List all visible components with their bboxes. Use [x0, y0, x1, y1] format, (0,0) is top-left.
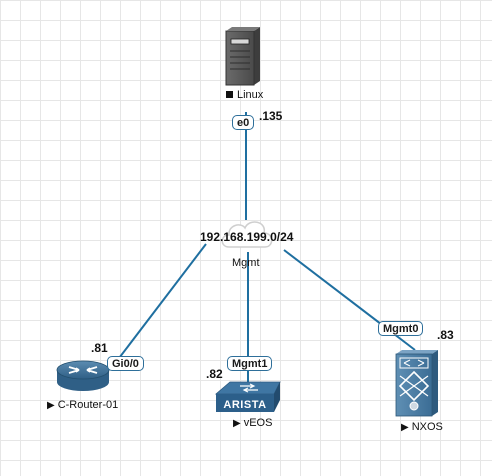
play-marker-icon: ▶	[47, 400, 55, 411]
network-subnet: 192.168.199.0/24	[200, 230, 294, 244]
router-icon	[56, 360, 110, 391]
nxos-node[interactable]	[394, 348, 440, 418]
play-marker-icon: ▶	[401, 422, 409, 433]
veos-name: vEOS	[243, 417, 273, 429]
mgmt-network-node[interactable]	[217, 213, 277, 255]
linux-label: Linux	[226, 89, 263, 101]
nxos-name: NXOS	[411, 421, 443, 433]
nxos-label: ▶NXOS	[401, 421, 443, 433]
stop-square-icon	[226, 91, 233, 98]
port-mgmt1[interactable]: Mgmt1	[227, 356, 273, 371]
port-e0[interactable]: e0	[232, 115, 255, 130]
play-marker-icon: ▶	[233, 418, 241, 429]
router-node[interactable]	[55, 358, 111, 394]
router-addr: .81	[91, 341, 108, 355]
router-name: C-Router-01	[57, 399, 119, 411]
nexus-switch-icon	[395, 350, 438, 417]
link-router-mgmt[interactable]	[109, 243, 207, 371]
port-gi0-0[interactable]: Gi0/0	[107, 356, 144, 371]
network-name: Mgmt	[232, 257, 260, 269]
port-mgmt0[interactable]: Mgmt0	[378, 321, 424, 336]
arista-switch-icon: ARISTA	[214, 381, 281, 412]
linux-name: Linux	[237, 89, 264, 101]
veos-node[interactable]: ARISTA	[214, 378, 282, 414]
cloud-icon	[221, 221, 273, 248]
veos-label: ▶vEOS	[233, 417, 272, 429]
server-icon	[225, 27, 260, 86]
arista-brand: ARISTA	[223, 399, 266, 411]
router-label: ▶C-Router-01	[47, 399, 118, 411]
linux-addr: .135	[259, 109, 283, 123]
linux-node[interactable]	[224, 27, 264, 87]
veos-addr: .82	[206, 367, 223, 381]
nxos-addr: .83	[437, 328, 454, 342]
